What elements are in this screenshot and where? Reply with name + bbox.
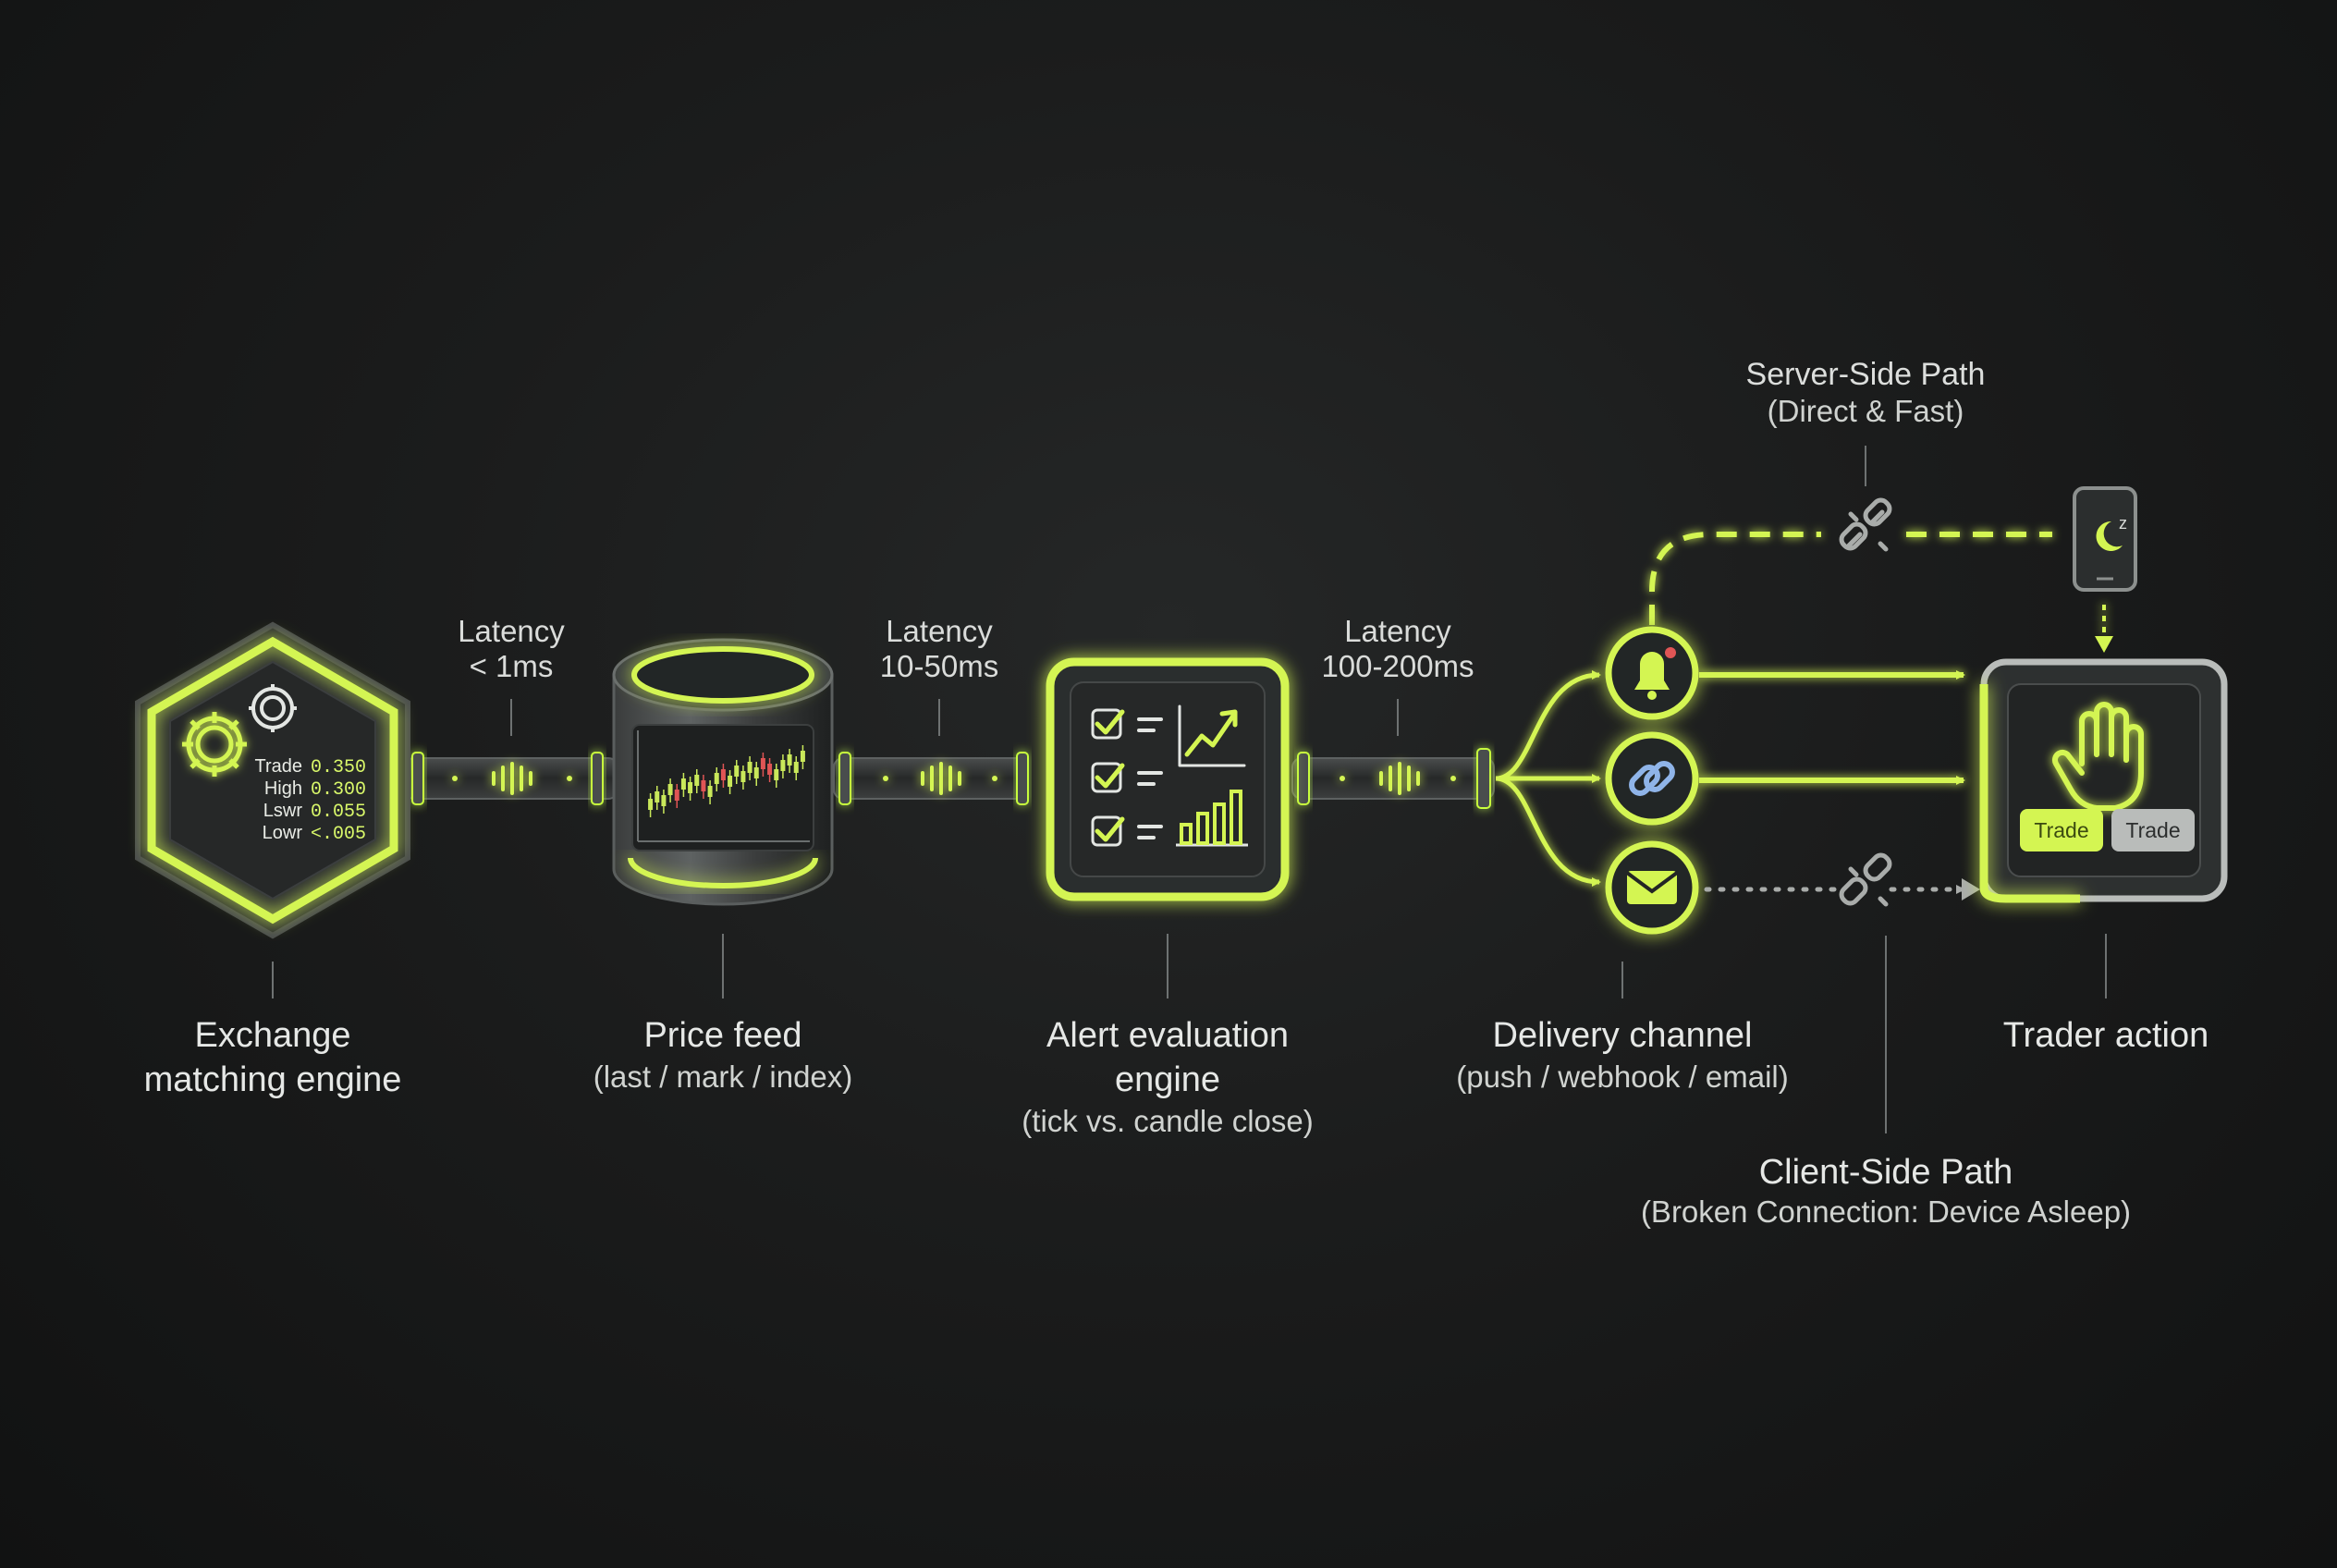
broken-link-icon [1839,497,1892,552]
stage-3-title-line-2: engine [1115,1060,1220,1099]
candle-body [728,776,733,787]
leader-lines [272,699,2107,1133]
candlestick-chart-icon [648,745,805,817]
stage-1-title-line-2: matching engine [144,1060,402,1099]
svg-text:z: z [2119,514,2127,533]
candle-body [753,767,759,778]
server-path-subtitle: (Direct & Fast) [1768,394,1964,428]
candle-body [707,786,713,797]
stage-3-title-line-1: Alert evaluation [1046,1016,1289,1055]
candle-body [714,773,719,784]
stage-2-title: Price feed [643,1016,801,1055]
exchange-table-key: Lswr [263,801,303,821]
candle-body [688,782,693,793]
exchange-table-key: High [264,778,302,799]
trade-button-secondary[interactable]: Trade [2111,809,2195,851]
latency-2-label: Latency [886,614,993,648]
client-path-subtitle: (Broken Connection: Device Asleep) [1641,1194,2131,1229]
gear-icon [182,712,247,777]
candle-body [740,771,746,782]
alert-engine-node [1046,657,1290,901]
email-channel [1605,840,1699,935]
link-icon [1629,761,1675,796]
candle-body [760,758,765,769]
candle-body [701,780,706,791]
pipe-feed-to-alert [833,752,1029,805]
stage-4-subtitle: (push / webhook / email) [1456,1060,1789,1094]
stage-4-title: Delivery channel [1493,1016,1753,1055]
broken-link-icon [1839,852,1892,907]
delivery-arrows [1699,670,1965,785]
bar-chart-icon [1176,790,1248,847]
gear-icon [249,684,297,732]
stage-1-title-line-1: Exchange [194,1016,350,1055]
latency-3-label: Latency [1344,614,1451,648]
candle-body [661,795,667,806]
candle-body [734,766,740,777]
exchange-table-key: Trade [254,756,302,777]
candle-body [648,799,654,810]
checklist-icon [1091,708,1163,847]
mail-icon [1625,871,1679,904]
latency-1-value: < 1ms [470,649,554,683]
pipe-alert-to-delivery [1291,748,1495,809]
webhook-channel [1605,731,1699,826]
trend-up-icon [1178,704,1246,767]
server-path-arrowhead [2095,636,2113,653]
svg-text:Trade: Trade [2125,818,2180,842]
delivery-branches [1495,670,1601,887]
latency-3-value: 100-200ms [1321,649,1474,683]
trade-button-primary[interactable]: Trade [2020,809,2103,851]
stage-3-subtitle: (tick vs. candle close) [1022,1104,1313,1138]
candle-body [780,760,786,771]
server-side-path [1649,532,2106,638]
exchange-table-value: 0.350 [311,757,366,778]
svg-text:Trade: Trade [2034,818,2088,842]
pipe-exchange-to-feed [404,752,618,805]
candle-body [787,754,792,766]
candle-body [667,784,673,795]
bell-icon [1634,647,1676,700]
server-path-title: Server-Side Path [1746,357,1986,392]
candle-body [655,791,660,802]
exchange-table-value: 0.300 [311,779,366,801]
candle-body [720,769,726,780]
candle-body [793,762,799,773]
candle-body [774,769,779,780]
candle-body [694,775,700,786]
latency-1-label: Latency [458,614,565,648]
exchange-table-value: <.005 [311,824,366,845]
stage-5-title: Trader action [2003,1016,2209,1055]
phone-sleep-icon: z [2073,486,2137,592]
candle-body [680,778,686,790]
exchange-table-value: 0.055 [311,802,366,823]
stage-2-subtitle: (last / mark / index) [593,1060,853,1094]
candle-body [747,762,752,773]
exchange-table-key: Lowr [263,823,303,843]
trader-node: Trade Trade [1979,657,2228,903]
hand-icon [2051,702,2144,811]
client-path-title: Client-Side Path [1759,1153,2013,1192]
bell-channel [1605,626,1699,720]
candle-body [674,790,679,801]
email-arrowhead [1962,878,1980,900]
price-feed-node [612,638,834,906]
latency-2-value: 10-50ms [880,649,998,683]
candle-body [767,764,773,775]
candle-body [800,751,805,762]
